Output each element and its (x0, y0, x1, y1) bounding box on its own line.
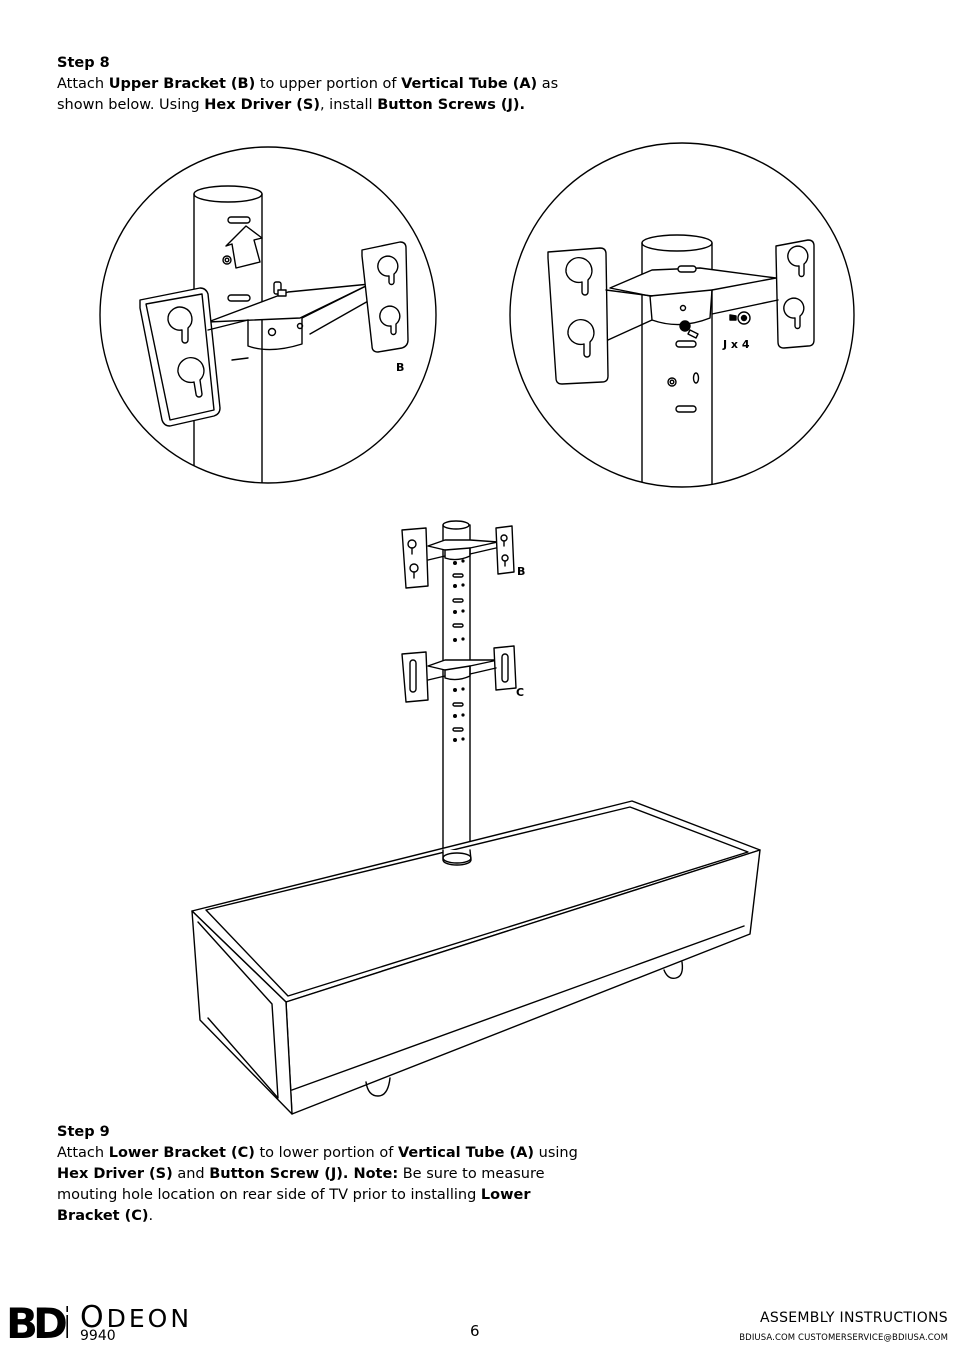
instruction-text: Attach (57, 76, 109, 92)
emphasized-term: Button Screw (J). Note: (209, 1166, 399, 1182)
step-9-instructions: Step 9 Attach Lower Bracket (C) to lower… (57, 1122, 587, 1227)
brand-initial: O (80, 1300, 107, 1335)
upper-bracket-detail-left: B (99, 146, 437, 484)
emphasized-term: Hex Driver (S) (204, 97, 320, 113)
upper-bracket-detail-right: J x 4 (509, 142, 855, 488)
instruction-text: . (148, 1208, 154, 1224)
bdi-logo: BDi (6, 1299, 68, 1344)
emphasized-term: Upper Bracket (B) (108, 76, 256, 92)
emphasized-term: Button Screws (J). (377, 97, 526, 113)
emphasized-term: Hex Driver (S) (57, 1166, 173, 1182)
label-button-screws-jx4: J x 4 (722, 338, 750, 351)
step-9-title: Step 9 (57, 1124, 110, 1140)
label-upper-bracket-b: B (396, 361, 404, 374)
step-9-body: Attach Lower Bracket (C) to lower portio… (57, 1143, 587, 1227)
step-8-title: Step 8 (57, 55, 110, 71)
instruction-text: to upper portion of (255, 76, 402, 92)
emphasized-term: Lower Bracket (C) (57, 1187, 531, 1224)
emphasized-term: Vertical Tube (A) (397, 1145, 535, 1161)
instruction-text: Attach (57, 1145, 109, 1161)
model-number: 9940 (80, 1328, 116, 1344)
emphasized-term: Vertical Tube (A) (401, 76, 538, 92)
emphasized-term: Lower Bracket (C) (108, 1145, 255, 1161)
instruction-text: to lower portion of (254, 1145, 398, 1161)
instruction-text: , install (319, 97, 378, 113)
brand-name: ODEON (80, 1300, 192, 1335)
tv-stand-assembly: B C (191, 520, 761, 1115)
instruction-text: Be sure to measure mouting hole location… (57, 1166, 545, 1203)
instruction-text: and (172, 1166, 210, 1182)
assembly-illustrations: B (99, 142, 855, 1115)
label-stand-bracket-c: C (516, 686, 524, 699)
label-stand-bracket-b: B (517, 565, 525, 578)
bdi-logo-text: BDi (6, 1299, 68, 1344)
step-8-instructions: Step 8 Attach Upper Bracket (B) to upper… (57, 53, 577, 116)
instruction-text: as shown below. Using (57, 76, 559, 113)
document-type: ASSEMBLY INSTRUCTIONS (760, 1310, 948, 1326)
step-8-body: Attach Upper Bracket (B) to upper portio… (57, 74, 577, 116)
page-number: 6 (470, 1322, 480, 1340)
instruction-text: using (534, 1145, 578, 1161)
brand-rest: DEON (106, 1304, 193, 1333)
contact-info: BDIUSA.COM CUSTOMERSERVICE@BDIUSA.COM (739, 1333, 948, 1343)
